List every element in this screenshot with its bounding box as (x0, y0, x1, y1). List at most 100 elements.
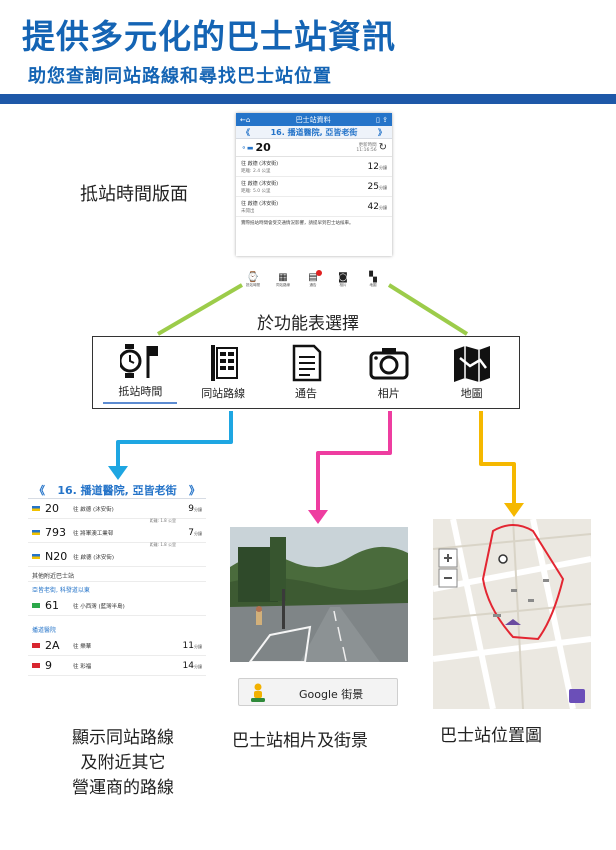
map-caption: 巴士站位置圖 (440, 726, 542, 746)
tab-label: 地圖 (460, 387, 483, 400)
mini-tab-photo[interactable]: ◙相片 (332, 272, 354, 288)
mini-tab-routes[interactable]: ▦同站路線 (272, 272, 294, 288)
update-time: 11:16:56 (356, 147, 377, 153)
route-dest: 往 彩福 (73, 663, 92, 670)
clock-pin-icon: ⌚ (246, 272, 260, 283)
eta-unit: 分鐘 (379, 204, 387, 210)
tab-routes[interactable]: 同站路線 (186, 344, 260, 401)
route-unit: 分鐘 (194, 643, 202, 649)
operator-color-swatch (32, 506, 40, 511)
next-stop-icon[interactable]: 》 (378, 127, 386, 137)
map-icon: ▚ (369, 272, 377, 283)
arrow-map (504, 503, 524, 517)
bus-stop-map[interactable] (433, 519, 591, 709)
tab-eta[interactable]: 抵站時間 (103, 342, 178, 404)
mini-tab-label: 相片 (339, 283, 347, 287)
route-minutes: 14 (182, 660, 194, 671)
pegman-icon (251, 683, 265, 702)
mini-tab-label: 同站路線 (276, 283, 290, 287)
tab-notice[interactable]: 通告 (269, 344, 343, 401)
page-subtitle: 助您查詢同站路線和尋找巴士站位置 (28, 66, 332, 87)
routes-stop-bar: 《 16. 播道醫院, 亞皆老街 》 (28, 482, 206, 499)
nearby-stop-name[interactable]: 亞皆老街, 科發道以東 (32, 587, 90, 594)
connector-left-green (156, 283, 244, 336)
mini-tab-bar: ⌚抵站時間 ▦同站路線 ▤通告 ◙相片 ▚地圖 (238, 270, 388, 296)
map-illustration (433, 519, 591, 709)
routes-caption-line: 及附近其它 (80, 753, 166, 773)
route-list-icon: ▦ (278, 272, 288, 283)
eta-dest: 往 啟德 (沐安街) (241, 160, 279, 167)
route-minutes: 11 (182, 640, 194, 651)
header-divider (0, 94, 616, 104)
tab-label: 通告 (294, 387, 317, 400)
eta-route-row: ⚬▬ 20 更新時間 11:16:56 ↻ (236, 139, 392, 157)
camera-icon (369, 348, 409, 380)
route-dest: 往 樂華 (73, 643, 92, 650)
route-number: 61 (45, 599, 59, 612)
arrow-photo (308, 510, 328, 524)
eta-dest: 往 啟德 (沐安街) (241, 180, 279, 187)
connector-map (479, 411, 516, 505)
notice-doc-icon (292, 344, 322, 382)
tab-label: 抵站時間 (118, 384, 163, 398)
routes-caption-line: 顯示同站路線 (72, 728, 174, 748)
next-stop-icon[interactable]: 》 (188, 484, 200, 497)
route-list-icon (211, 345, 239, 381)
mini-tab-label: 地圖 (369, 283, 377, 287)
eta-row: 往 啟德 (沐安街)距離: 5.0 公里 25分鐘 (236, 177, 392, 197)
nearby-stop-name[interactable]: 播道醫院 (32, 627, 57, 634)
notification-badge (316, 270, 322, 276)
mini-tab-label: 通告 (309, 283, 317, 287)
eta-row: 往 啟德 (沐安街)未開出 42分鐘 (236, 197, 392, 217)
mini-tab-eta[interactable]: ⌚抵站時間 (242, 272, 264, 288)
connector-right-green (387, 283, 469, 336)
notice-doc-icon: ▤ (308, 272, 318, 283)
operator-color-swatch (32, 530, 40, 535)
routes-stop-name: 16. 播道醫院, 亞皆老街 (57, 484, 177, 497)
prev-stop-icon[interactable]: 《 (242, 127, 250, 137)
eta-app-title: 巴士站資料 (295, 115, 331, 124)
route-number: 20 (45, 502, 59, 515)
tab-map[interactable]: 地圖 (435, 344, 509, 401)
bus-icon: ⚬▬ (241, 143, 254, 152)
refresh-icon[interactable]: ↻ (378, 142, 387, 153)
mini-tab-map[interactable]: ▚地圖 (362, 272, 384, 288)
eta-row: 往 啟德 (沐安街)距離: 2.4 公里 12分鐘 (236, 157, 392, 177)
back-home-icon[interactable]: ←⌂ (240, 115, 251, 124)
eta-stop-name: 16. 播道醫院, 亞皆老街 (270, 127, 358, 137)
prev-stop-icon[interactable]: 《 (34, 484, 45, 497)
tab-photo[interactable]: 相片 (352, 344, 426, 401)
bookmark-share-icon[interactable]: ▯ ⇪ (376, 115, 388, 124)
operator-color-swatch (32, 554, 40, 559)
route-distance: 距離: 1.8 公里 (149, 542, 176, 547)
route-dest: 往 啟德 (沐安街) (73, 554, 115, 561)
mini-tab-notice[interactable]: ▤通告 (302, 270, 324, 288)
clock-pin-icon (120, 343, 159, 378)
bus-stop-photo[interactable] (230, 527, 408, 662)
tab-label: 相片 (377, 387, 400, 400)
route-number: 793 (45, 526, 66, 539)
mini-tab-label: 抵站時間 (246, 283, 260, 287)
connector-photo (316, 411, 392, 512)
street-scene-illustration (230, 527, 408, 662)
route-dest: 往 啟德 (沐安街) (73, 506, 114, 513)
eta-distance: 未開出 (241, 208, 255, 214)
nearby-stops-heading: 其他附近巴士站 (28, 567, 206, 582)
google-street-view-button[interactable]: Google 街景 (238, 678, 398, 706)
routes-caption-line: 營運商的路線 (72, 778, 174, 798)
menu-select-label: 於功能表選擇 (257, 314, 359, 334)
connector-routes (116, 411, 233, 468)
eta-route-number: 20 (255, 141, 271, 154)
eta-distance: 距離: 2.4 公里 (241, 168, 271, 174)
function-menu: 抵站時間 同站路線 通告 相片 (92, 336, 520, 409)
map-icon (453, 346, 490, 382)
eta-minutes: 12 (367, 161, 379, 172)
eta-distance: 距離: 5.0 公里 (241, 188, 271, 194)
eta-minutes: 25 (367, 181, 379, 192)
